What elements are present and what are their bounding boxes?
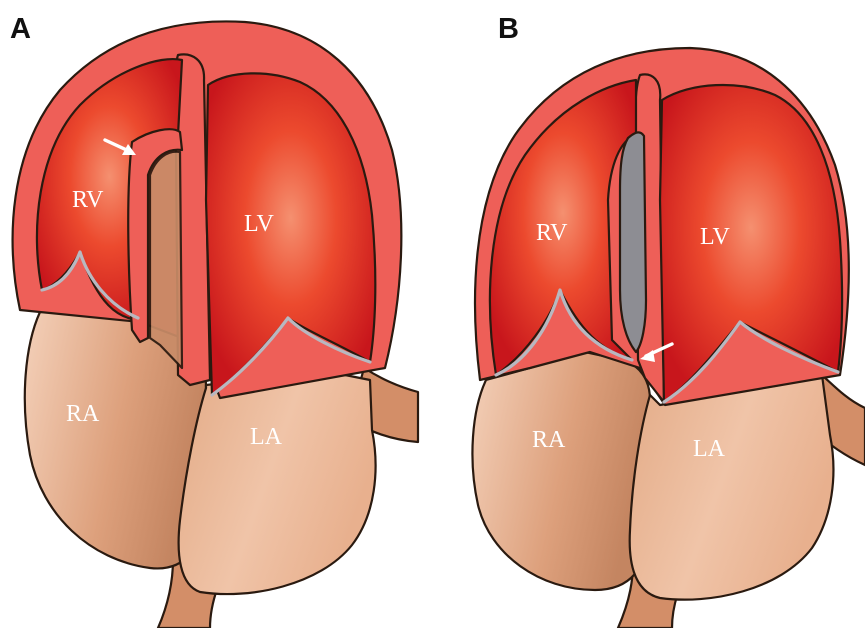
panel-a-rv-label: RV bbox=[72, 187, 104, 213]
panel-b-ra-label: RA bbox=[532, 427, 566, 453]
panel-b-septal-gap bbox=[620, 132, 646, 352]
panel-a-la-shape bbox=[179, 372, 376, 594]
panel-b: B RV LV RA LA bbox=[472, 13, 865, 628]
panel-a-ra-label: RA bbox=[66, 401, 100, 427]
panel-b-rv-label: RV bbox=[536, 220, 568, 246]
panel-b-la-label: LA bbox=[693, 436, 726, 462]
panel-b-ra-shape bbox=[472, 352, 650, 590]
panel-letter-b: B bbox=[498, 13, 519, 45]
panel-a-rv-band-inner bbox=[150, 152, 182, 368]
panel-letter-a: A bbox=[10, 13, 31, 45]
panel-b-la-shape bbox=[630, 375, 834, 600]
panel-a: A RV LV RA LA bbox=[10, 13, 418, 628]
panel-b-lv-label: LV bbox=[700, 224, 730, 250]
panel-a-lv-label: LV bbox=[244, 211, 274, 237]
panel-a-la-label: LA bbox=[250, 424, 283, 450]
